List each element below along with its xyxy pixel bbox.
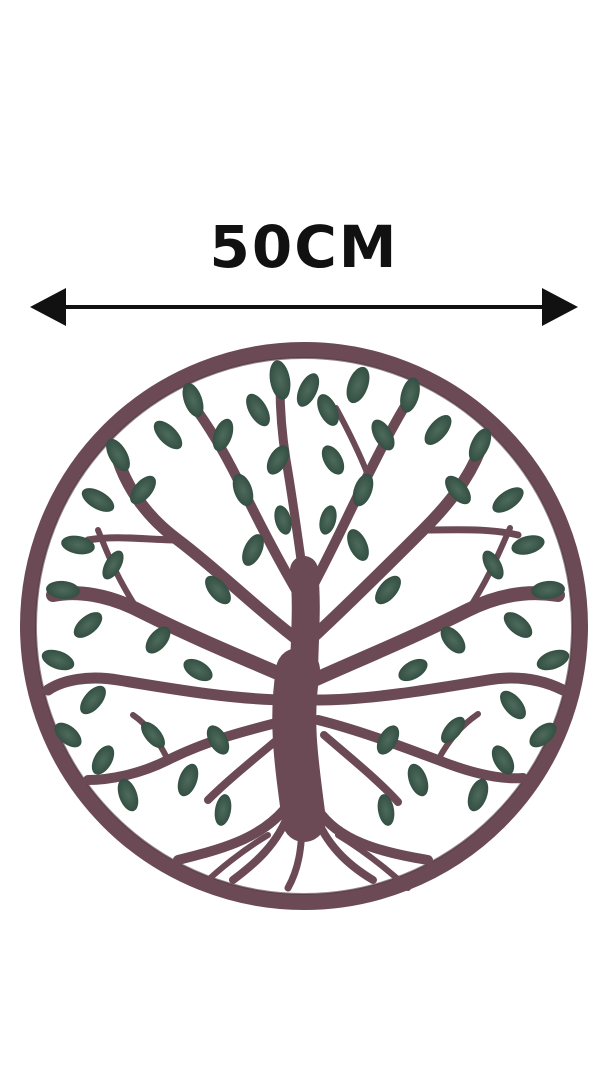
dimension-label: 50CM bbox=[209, 213, 399, 281]
dimension-arrow-icon bbox=[30, 288, 578, 326]
tree-of-life-icon bbox=[20, 342, 588, 910]
